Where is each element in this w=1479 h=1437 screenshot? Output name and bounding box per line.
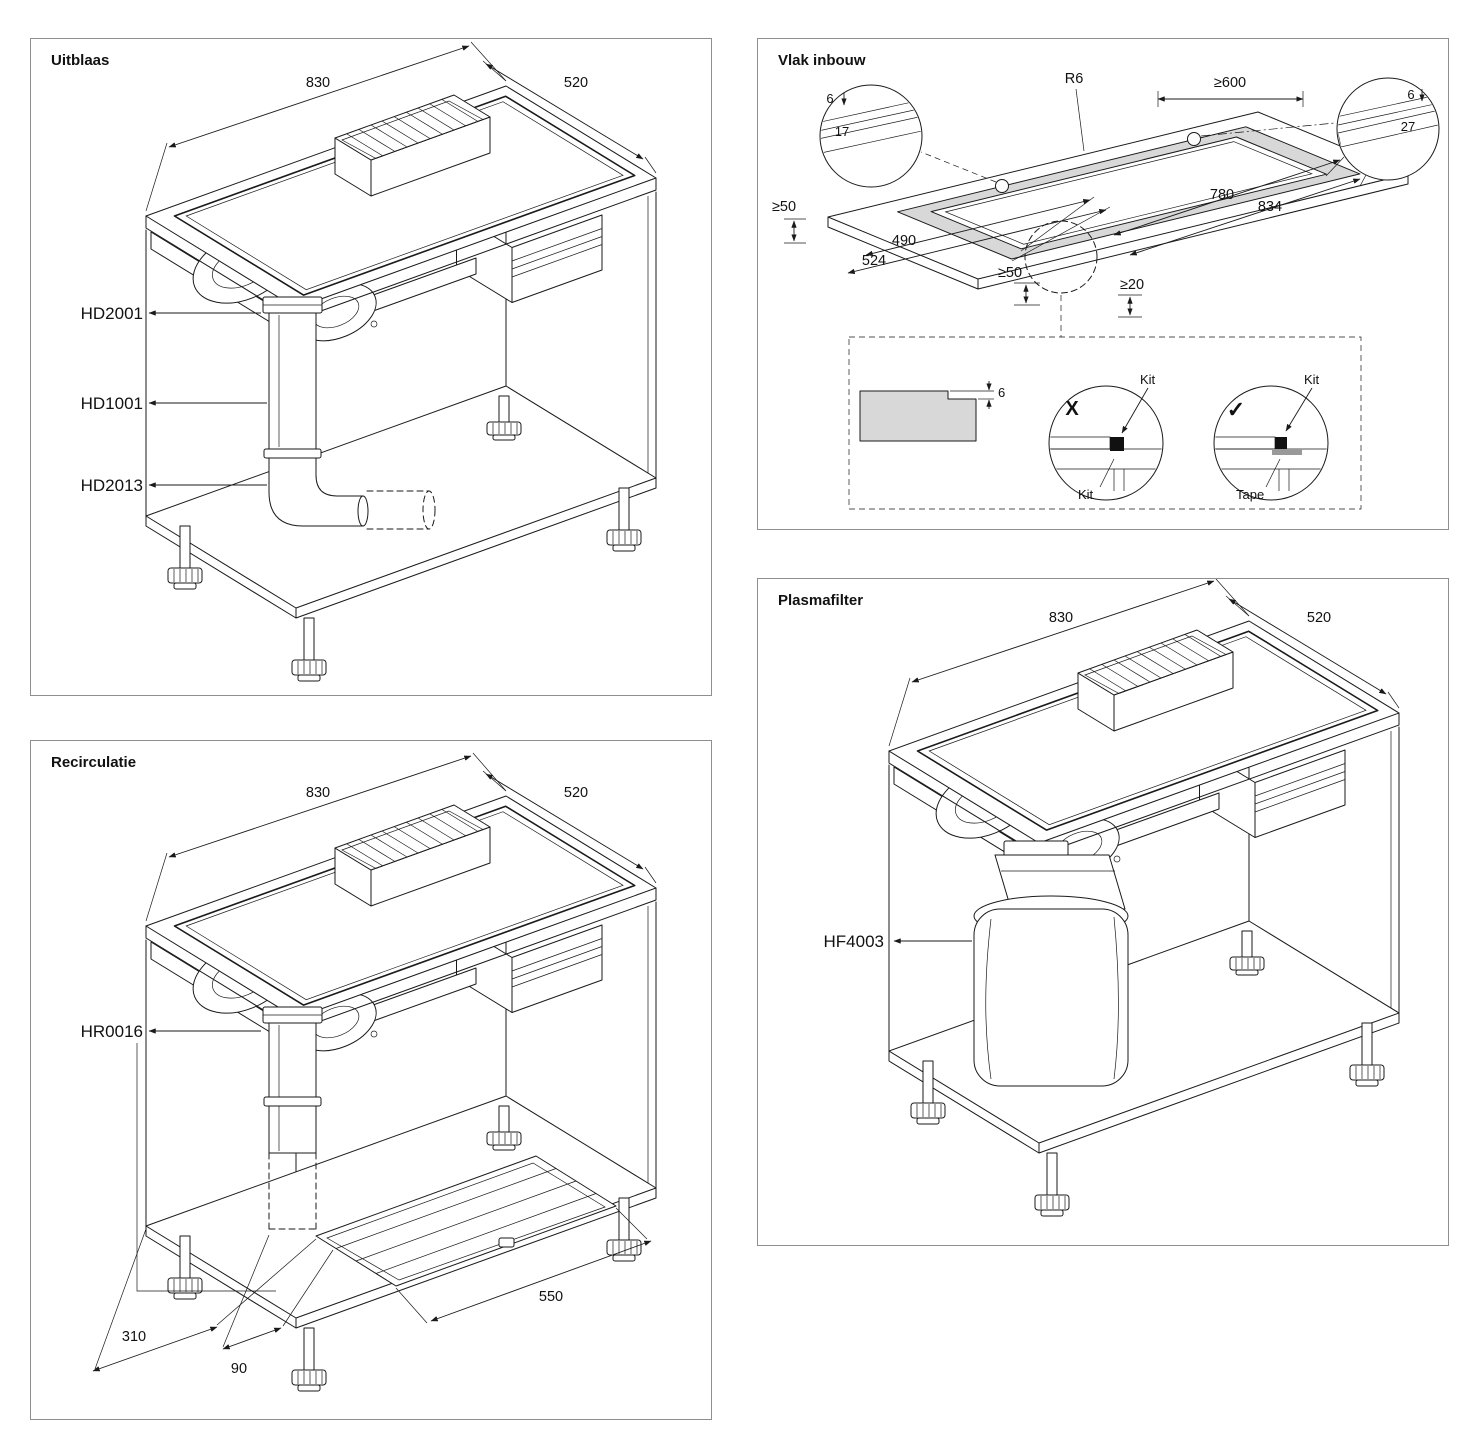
wrong-mark: X [1065,398,1079,420]
tape-label: Tape [1236,487,1264,502]
check-mark: ✓ [1227,397,1245,422]
min20-label: ≥20 [1120,277,1144,293]
wrong-kit-bottom-label: Kit [1078,487,1094,502]
part-label-hr0016: HR0016 [81,1022,276,1292]
dim-520-label: 520 [564,75,588,91]
dim-520-label: 520 [1307,610,1331,626]
part-label-hd2013: HD2013 [81,476,267,495]
panel-title-vlak-inbouw: Vlak inbouw [778,52,866,69]
panel-recirculatie: Recirculatie 830 [30,740,712,1420]
dimension-90: 90 [222,1234,334,1377]
hd2013-label: HD2013 [81,476,143,495]
kit-blob [1110,437,1124,451]
profile-step-label: 6 [998,385,1005,400]
dim524-label: 524 [862,253,886,269]
dimension-r6: R6 [1065,71,1085,152]
hf4003-label: HF4003 [824,932,884,951]
dim834-label: 834 [1258,199,1282,215]
panel-title-plasmafilter: Plasmafilter [778,592,864,609]
recirculatie-drawing: 830 520 HR0016 310 90 [81,752,657,1392]
dimension-depth: 520 [482,60,657,174]
left-edge-detail: 6 17 [819,84,923,188]
vlak-inbouw-drawing: 6 17 6 27 R6 ≥600 ≥ [772,71,1440,510]
dim-90-label: 90 [231,1361,247,1377]
plasmafilter-drawing: 830 520 HF4003 [824,579,1400,1217]
dimension-524: 524 [847,206,1111,275]
recess-profile [859,390,977,442]
dimension-min50-bottom: ≥50 [998,265,1040,306]
correct-kit-top-label: Kit [1304,372,1320,387]
hr0016-label: HR0016 [81,1022,143,1041]
dimension-834: 834 [1129,174,1367,256]
panel-vlak-inbouw: Vlak inbouw [757,38,1449,530]
dim-310-label: 310 [122,1329,146,1345]
tape-strip [1272,449,1302,455]
right-edge-detail: 6 27 [1336,77,1440,181]
wrong-kit-top-label: Kit [1140,372,1156,387]
dim490-label: 490 [892,233,916,249]
panel-title-uitblaas: Uitblaas [51,52,110,69]
plasma-filter-unit [973,840,1129,1087]
right-detail-depth: 27 [1401,119,1415,134]
dimension-310: 310 [92,1228,317,1372]
dimension-width: 830 [145,752,507,922]
dimension-min600: ≥600 [1157,75,1304,107]
exhaust-duct [262,296,436,530]
dimension-depth: 520 [482,770,657,884]
panel-title-recirculatie: Recirculatie [51,754,137,771]
dimension-min20: ≥20 [1118,277,1144,318]
panel-plasmafilter: Plasmafilter 830 520 [757,578,1449,1246]
dim-830-label: 830 [306,75,330,91]
panel-uitblaas: Uitblaas 830 [30,38,712,696]
min50-left-label: ≥50 [772,199,796,215]
dim-550-label: 550 [539,1289,563,1305]
left-detail-step: 6 [826,91,833,106]
dim-520-label: 520 [564,785,588,801]
hd2001-label: HD2001 [81,304,143,323]
dim780-label: 780 [1210,187,1234,203]
dim-830-label: 830 [1049,610,1073,626]
correct-sealing-detail: ✓ Kit Tape [1213,372,1329,502]
dimension-550: 550 [395,1207,652,1324]
recirculation-duct [262,1006,323,1230]
min600-label: ≥600 [1214,75,1246,91]
min50-bottom-label: ≥50 [998,265,1022,281]
part-label-hf4003: HF4003 [824,932,972,951]
part-label-hd2001: HD2001 [81,304,261,323]
part-label-hd1001: HD1001 [81,394,267,413]
dimension-min50-left: ≥50 [772,199,806,244]
dimension-width: 830 [145,41,507,212]
hd1001-label: HD1001 [81,394,143,413]
grille-latch [498,1237,515,1248]
uitblaas-drawing: 830 520 HD2001 HD1001 HD2013 [81,41,657,682]
left-detail-depth: 17 [835,124,849,139]
dim-830-label: 830 [306,785,330,801]
kit-blob [1275,437,1287,449]
r6-label: R6 [1065,71,1084,87]
wrong-sealing-detail: X Kit Kit [1048,372,1164,502]
dimension-width: 830 [888,579,1250,747]
right-detail-step: 6 [1407,87,1414,102]
sealing-detail-box: 6 X Kit Kit [848,336,1362,510]
dimension-depth: 520 [1225,595,1400,709]
